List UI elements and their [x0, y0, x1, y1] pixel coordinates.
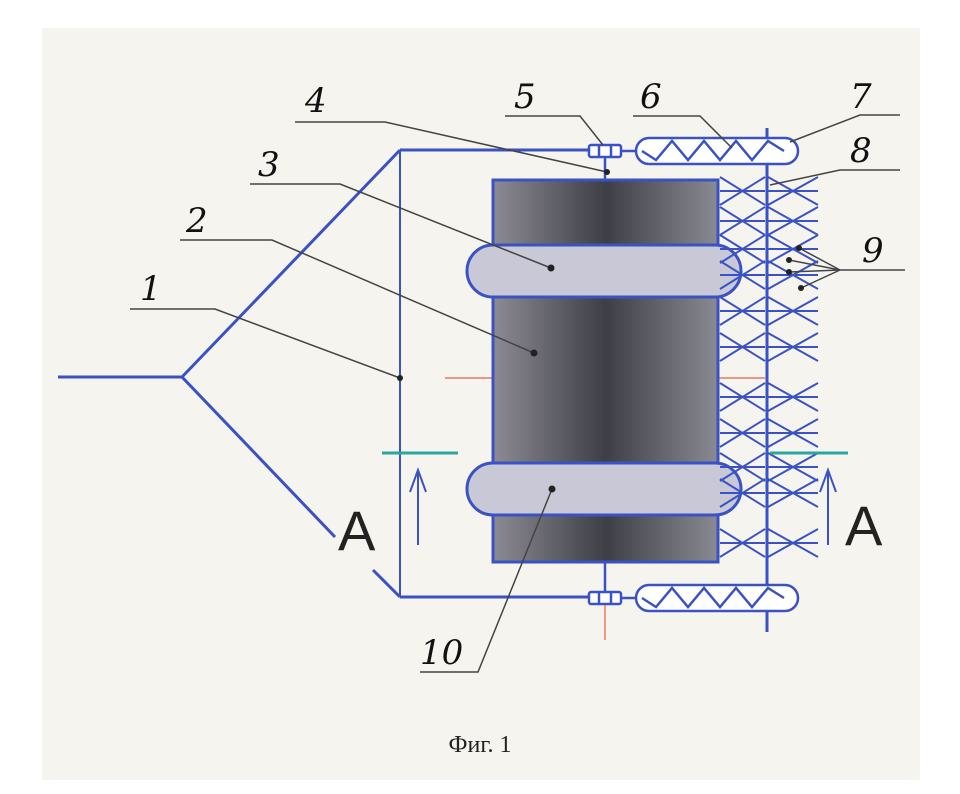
label-7: 7: [850, 77, 872, 117]
section-label-left: A: [338, 499, 376, 562]
brush-bristles: [719, 176, 819, 558]
bottom-coupling: [587, 562, 623, 606]
label-6: 6: [640, 77, 662, 117]
label-3: 3: [258, 145, 280, 185]
leader-dots: [397, 169, 804, 493]
lower-ring: [465, 461, 743, 517]
section-marks: [382, 451, 848, 545]
label-1: 1: [140, 269, 162, 309]
figure-caption: Фиг. 1: [448, 732, 512, 758]
label-4: 4: [304, 81, 327, 121]
label-5: 5: [514, 77, 536, 117]
label-10: 10: [420, 633, 463, 673]
section-label-right: A: [845, 494, 883, 557]
leader-lines: [130, 114, 905, 673]
label-8: 8: [850, 131, 872, 171]
top-spring-capsule: [621, 136, 800, 166]
frame: [58, 148, 593, 599]
label-9: 9: [862, 231, 884, 271]
bottom-spring-capsule: [621, 583, 800, 613]
top-coupling: [587, 143, 623, 180]
upper-ring: [465, 243, 743, 299]
label-2: 2: [185, 201, 208, 241]
